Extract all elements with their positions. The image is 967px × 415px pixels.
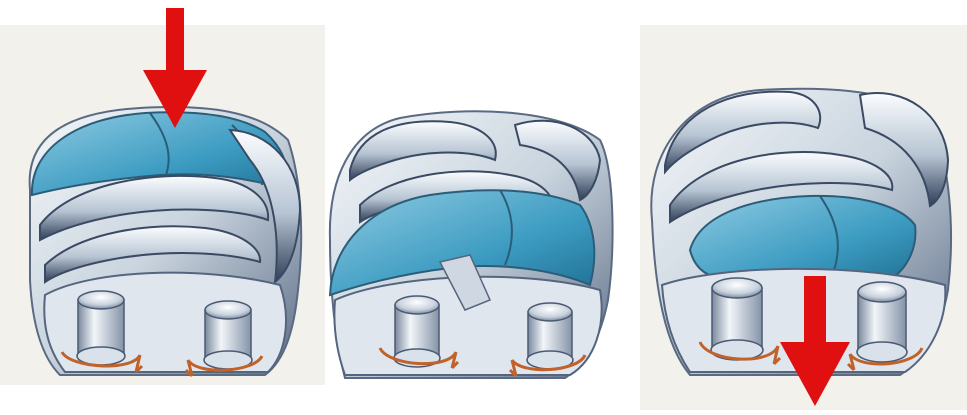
rotor-shaft-right [857,282,907,362]
rotor-shaft-left [77,291,125,365]
panel-discharge [651,89,951,406]
panel-compression [330,111,613,378]
rotor-shaft-right [527,303,573,369]
rotor-shaft-left [711,278,763,360]
rotor-shaft-right [204,301,252,369]
rotor-shaft-left [394,296,440,367]
